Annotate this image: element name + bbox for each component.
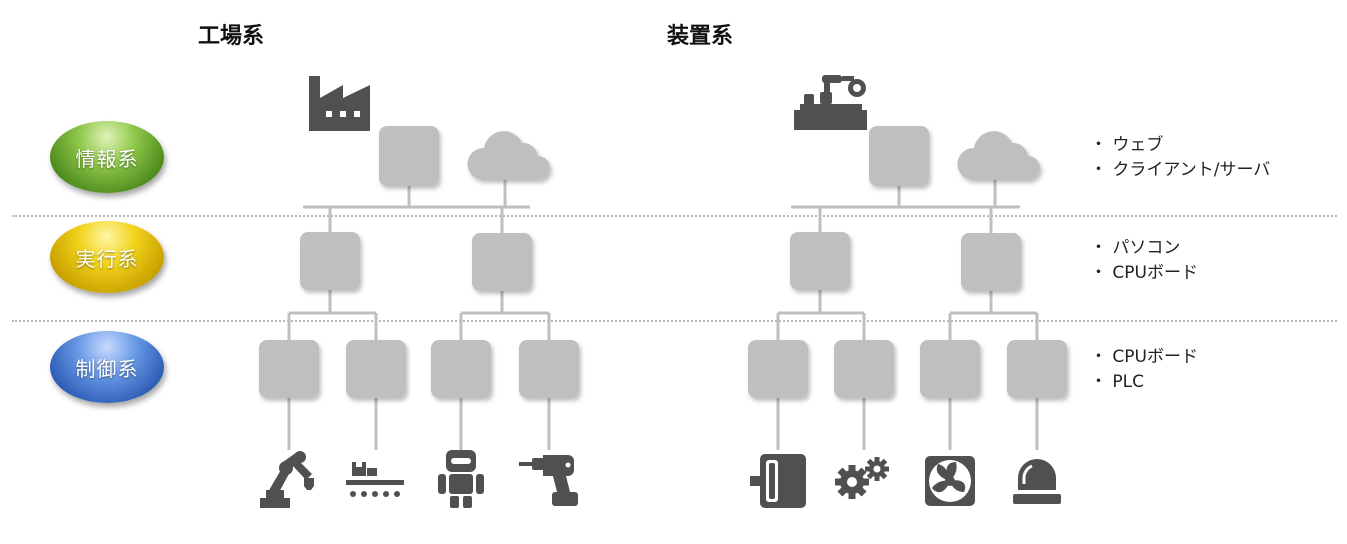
- factory-ctrl-node-2: [346, 340, 406, 398]
- note-item: ・ CPUボード: [1090, 347, 1198, 367]
- note-item: ・ CPUボード: [1090, 263, 1198, 283]
- note-item: ・ パソコン: [1090, 238, 1181, 258]
- robot-arm-icon: [260, 451, 314, 508]
- level-info-badge: 情報系: [50, 121, 164, 193]
- conveyor-icon: [346, 462, 404, 497]
- gears-icon: [835, 457, 889, 499]
- divider-exec-ctrl: [12, 320, 1337, 322]
- cloud-icon: [467, 131, 550, 180]
- note-item: ・ ウェブ: [1090, 135, 1164, 155]
- equipment-ctrl-node-3: [920, 340, 980, 398]
- equipment-ctrl-node-4: [1007, 340, 1067, 398]
- note-item: ・ クライアント/サーバ: [1090, 160, 1271, 180]
- level-info-label: 情報系: [75, 146, 139, 171]
- level-ctrl-label: 制御系: [75, 356, 139, 381]
- equipment-nodes: [748, 126, 1067, 398]
- notes-exec: ・ パソコン ・ CPUボード: [1090, 236, 1198, 286]
- factory-ctrl-node-3: [431, 340, 491, 398]
- factory-nodes: [259, 126, 579, 398]
- factory-column-title: 工場系: [198, 24, 265, 49]
- warning-light-icon: [1013, 459, 1061, 504]
- machine-station-icon: [794, 75, 867, 130]
- equipment-column-title: 装置系: [667, 24, 734, 49]
- equipment-exec-node-1: [790, 232, 850, 290]
- level-exec-badge: 実行系: [50, 221, 164, 293]
- factory-icon: [309, 76, 370, 131]
- notes-ctrl: ・ CPUボード ・ PLC: [1090, 345, 1198, 395]
- drill-icon: [519, 455, 578, 506]
- equipment-info-server-node: [869, 126, 929, 186]
- factory-ctrl-node-1: [259, 340, 319, 398]
- note-item: ・ PLC: [1090, 372, 1144, 392]
- cloud-icon: [957, 131, 1040, 180]
- factory-ctrl-node-4: [519, 340, 579, 398]
- factory-info-server-node: [379, 126, 439, 186]
- robot-icon: [438, 450, 484, 508]
- divider-info-exec: [12, 215, 1337, 217]
- equipment-ctrl-node-2: [834, 340, 894, 398]
- fan-icon: [925, 456, 975, 506]
- motor-icon: [750, 454, 806, 508]
- factory-wires: [287, 180, 551, 450]
- equipment-exec-node-2: [961, 233, 1021, 291]
- notes-info: ・ ウェブ ・ クライアント/サーバ: [1090, 133, 1270, 183]
- equipment-ctrl-node-1: [748, 340, 808, 398]
- factory-exec-node-2: [472, 233, 532, 291]
- equipment-wires: [776, 180, 1039, 450]
- factory-exec-node-1: [300, 232, 360, 290]
- level-exec-label: 実行系: [75, 246, 139, 271]
- level-ctrl-badge: 制御系: [50, 331, 164, 403]
